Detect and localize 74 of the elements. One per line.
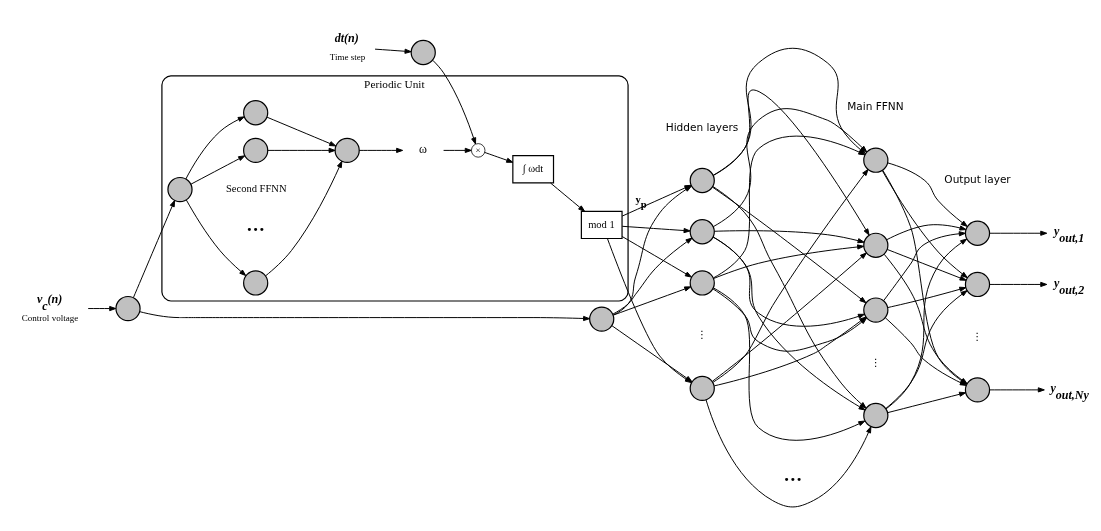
arrow — [432, 59, 477, 144]
label: ⋮ — [696, 327, 708, 340]
arrow — [550, 182, 586, 212]
arrow — [621, 225, 691, 233]
node-circle — [167, 176, 193, 202]
label: ••• — [246, 222, 265, 235]
arrow — [374, 48, 412, 54]
arrow — [612, 285, 692, 316]
node-label: Time step — [329, 51, 366, 62]
node-circle — [964, 271, 991, 297]
node-circle — [689, 218, 715, 244]
arrow — [887, 286, 967, 308]
arrow — [705, 399, 872, 507]
arrow — [989, 386, 1045, 392]
node-text: ω — [419, 141, 428, 156]
label: ⋮ — [971, 329, 983, 342]
arrow — [885, 238, 968, 409]
node-circle — [589, 305, 615, 332]
label: Hidden layers — [665, 120, 739, 133]
node-circle — [410, 39, 436, 65]
node-box: mod 1 — [580, 210, 623, 239]
node-circle — [689, 269, 715, 296]
arrow — [883, 253, 968, 384]
arrow — [711, 186, 867, 303]
arrow — [883, 230, 966, 301]
label: Second FFNN — [225, 182, 287, 194]
label: Main FFNN — [847, 99, 904, 112]
node-circle — [243, 99, 269, 125]
node-circle — [243, 137, 269, 163]
arrow — [712, 89, 870, 236]
node-box: ∫ ωdt — [512, 154, 555, 183]
arrow — [713, 243, 865, 279]
node-circle — [863, 296, 889, 323]
arrow — [267, 147, 336, 153]
node-circle: × — [471, 142, 486, 158]
arrow — [989, 281, 1048, 287]
node-circle — [334, 137, 360, 163]
arrow — [882, 169, 968, 385]
node-text: dt(n) — [334, 30, 359, 45]
label: Output layer — [944, 172, 1011, 185]
arrow — [265, 160, 343, 276]
arrow — [887, 161, 968, 227]
node-circle — [863, 402, 889, 428]
arrow — [884, 316, 967, 386]
arrow — [132, 199, 176, 298]
arrow — [185, 199, 247, 276]
arrow — [989, 230, 1048, 236]
arrow — [443, 147, 472, 153]
label: ⋮ — [870, 355, 881, 368]
arrow — [886, 248, 967, 281]
arrow — [881, 169, 968, 278]
arrow — [621, 235, 692, 278]
arrow — [713, 229, 865, 243]
node-circle — [964, 376, 991, 403]
arrow — [266, 116, 337, 146]
node-circle — [243, 269, 269, 296]
arrow — [612, 237, 693, 315]
node-circle — [689, 167, 715, 193]
arrow — [139, 310, 591, 321]
arrow — [484, 151, 514, 163]
node-circle — [115, 295, 141, 321]
node-circle — [863, 147, 889, 173]
arrow — [87, 305, 117, 311]
arrow — [886, 223, 967, 240]
arrow — [190, 154, 246, 185]
node-circle — [964, 220, 991, 246]
node-circle — [863, 232, 889, 258]
arrow — [358, 147, 404, 153]
arrow — [887, 391, 967, 413]
arrow — [885, 289, 968, 409]
node-circle — [689, 375, 715, 401]
label: ••• — [783, 472, 803, 485]
node-label: Control voltage — [21, 312, 79, 323]
arrow — [185, 115, 245, 179]
